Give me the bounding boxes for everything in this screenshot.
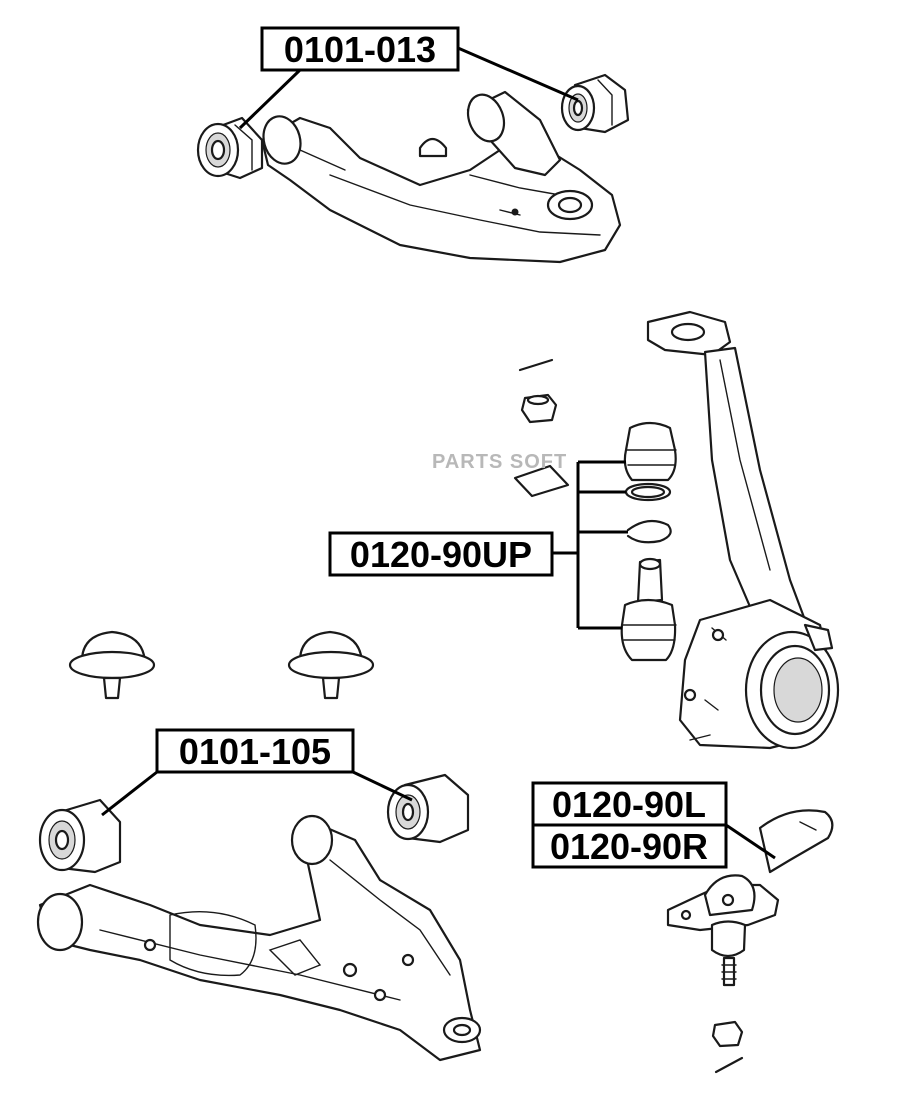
bump-stop-right-illustration bbox=[287, 630, 375, 700]
leader-0101-105-right bbox=[352, 770, 413, 802]
leader-0101-013-left bbox=[238, 68, 302, 130]
steering-knuckle-illustration bbox=[646, 310, 840, 750]
upper-control-arm-illustration bbox=[260, 90, 622, 264]
label-0101-013: 0101-013 bbox=[260, 26, 460, 72]
upper-bushing-right-illustration bbox=[560, 73, 630, 134]
upper-bushing-left-illustration bbox=[196, 116, 264, 180]
leader-0101-013-right bbox=[457, 46, 579, 102]
part-number-0101-105: 0101-105 bbox=[179, 731, 331, 772]
label-0120-90R: 0120-90R bbox=[531, 823, 728, 869]
upper-ball-joint-kit-illustration bbox=[513, 358, 677, 662]
label-0101-105: 0101-105 bbox=[155, 728, 355, 774]
label-0120-90L: 0120-90L bbox=[531, 781, 728, 827]
part-number-0120-90UP: 0120-90UP bbox=[350, 534, 532, 575]
watermark-text: PARTS SOFT bbox=[432, 451, 567, 473]
lower-bushing-left-illustration bbox=[38, 798, 122, 874]
lower-bushing-right-illustration bbox=[386, 773, 470, 844]
label-0120-90UP: 0120-90UP bbox=[328, 531, 554, 577]
bump-stop-left-illustration bbox=[68, 630, 156, 700]
part-number-0101-013: 0101-013 bbox=[284, 29, 436, 70]
part-number-0120-90L: 0120-90L bbox=[552, 784, 706, 825]
part-number-0120-90R: 0120-90R bbox=[550, 826, 708, 867]
bracket-0120-90UP bbox=[552, 460, 628, 630]
leader-0120-90 bbox=[725, 823, 776, 860]
lower-ball-joint-illustration bbox=[666, 809, 834, 1074]
leader-0101-105-left bbox=[101, 770, 158, 817]
lower-control-arm-illustration bbox=[36, 814, 482, 1062]
